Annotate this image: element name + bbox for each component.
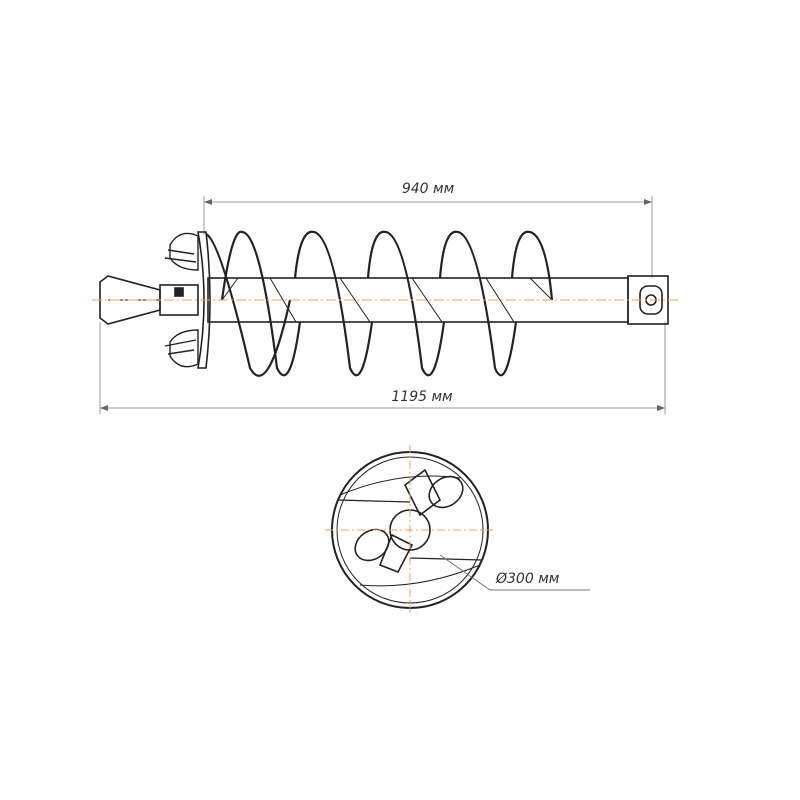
auger-flights (205, 230, 554, 377)
cutter-blades (164, 232, 199, 368)
dimension-label-1195: 1195 мм (391, 389, 453, 405)
end-view-centerlines (325, 445, 495, 615)
dimension-1195 (99, 322, 666, 414)
dimension-940 (203, 196, 653, 278)
cutter-plate (197, 231, 211, 369)
auger-side-view (99, 230, 669, 377)
diameter-leader (439, 554, 590, 591)
end-view-cutters (354, 468, 464, 574)
dimension-label-940: 940 мм (402, 181, 455, 197)
dimension-label-diameter: Ø300 мм (495, 571, 560, 587)
